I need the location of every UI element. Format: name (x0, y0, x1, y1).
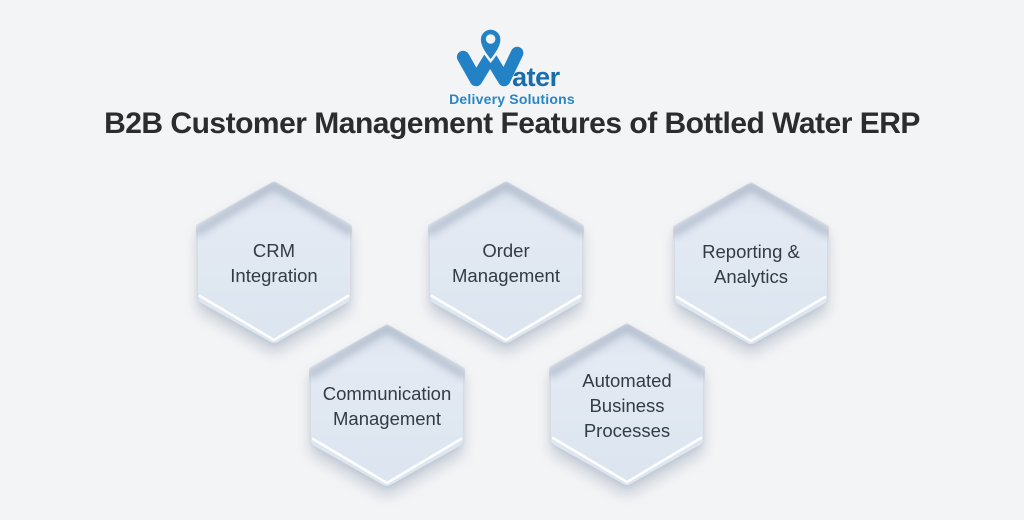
label-line: Processes (583, 419, 671, 441)
pin-hole (485, 34, 496, 44)
hexagon-label: Order Management (422, 179, 590, 347)
hexagon-label: Communication Management (303, 322, 471, 490)
label-line: Management (333, 408, 441, 429)
page-title: B2B Customer Management Features of Bott… (104, 107, 920, 140)
label-line: Integration (230, 265, 318, 286)
label-line: Business (589, 394, 665, 416)
label-line: Management (452, 265, 560, 286)
water-logo-icon: ater (456, 27, 561, 90)
hexagon-shape (549, 323, 705, 485)
hexagon-communication-management: Communication Management (303, 322, 471, 490)
hexagon-label: Automated Business Processes (543, 321, 711, 489)
hexagon-crm-integration: CRM Integration (190, 179, 358, 347)
hexagon-shape (428, 181, 584, 343)
hexagon-label: CRM Integration (190, 179, 358, 347)
brand-logo: ater Delivery Solutions (449, 26, 575, 107)
label-line: Order (482, 240, 530, 261)
location-pin-icon (478, 27, 503, 64)
hexagon-shape (309, 324, 465, 486)
hexagon-order-management: Order Management (422, 179, 590, 347)
label-line: Communication (322, 383, 452, 404)
label-line: Automated (582, 369, 672, 391)
brand-tagline: Delivery Solutions (449, 91, 575, 107)
hexagon-shape (673, 182, 829, 344)
label-line: CRM (252, 240, 296, 261)
hexagon-automated-business-processes: Automated Business Processes (543, 321, 711, 489)
hexagon-reporting-analytics: Reporting & Analytics (667, 180, 835, 348)
hexagon-shape (196, 181, 352, 343)
logo-wordmark-suffix: ater (512, 62, 561, 90)
hexagon-label: Reporting & Analytics (667, 180, 835, 348)
label-line: Reporting & (702, 241, 800, 262)
label-line: Analytics (713, 266, 789, 287)
